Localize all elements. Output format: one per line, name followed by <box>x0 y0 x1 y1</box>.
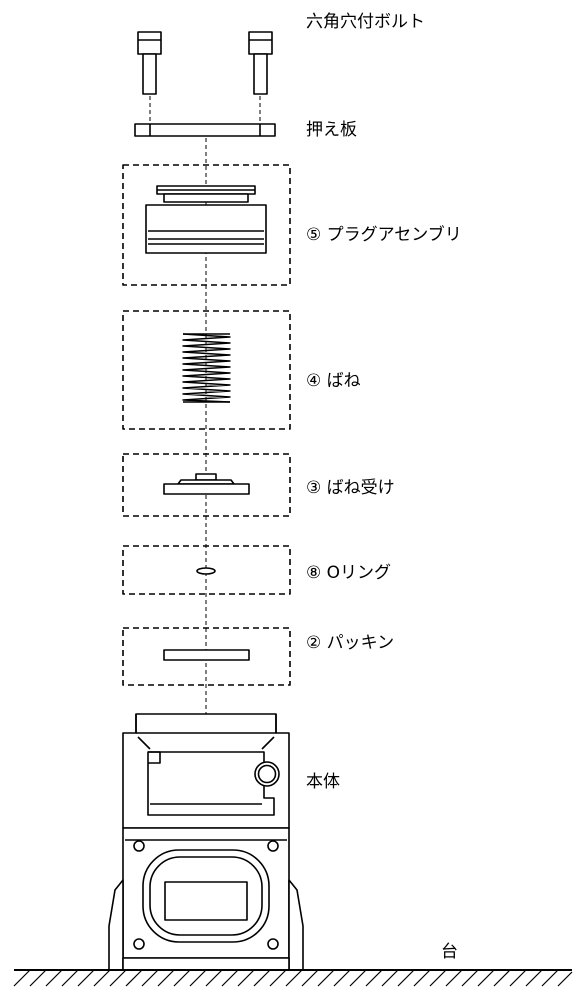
label-holding-plate: 押え板 <box>306 120 357 140</box>
label-o-ring: ⑧ Oリング <box>306 563 392 583</box>
o-ring <box>122 545 291 595</box>
main-body <box>108 713 304 971</box>
label-main-body: 本体 <box>306 772 340 792</box>
label-spring: ④ ばね <box>306 371 361 391</box>
label-packing: ② パッキン <box>306 633 395 653</box>
label-base: 台 <box>441 942 458 962</box>
label-hex-socket-bolt: 六角穴付ボルト <box>306 12 425 32</box>
base-ground <box>13 969 573 987</box>
packing <box>122 627 291 686</box>
plug-assembly <box>122 164 291 286</box>
spring-seat <box>122 453 291 517</box>
spring <box>122 310 291 430</box>
hex-socket-bolt-right <box>248 31 273 95</box>
label-plug-assembly: ⑤ プラグアセンブリ <box>306 225 462 245</box>
hex-socket-bolt-left <box>137 31 162 95</box>
holding-plate <box>134 123 276 137</box>
bolt-center-lines <box>149 96 261 122</box>
label-spring-seat: ③ ばね受け <box>306 478 395 498</box>
